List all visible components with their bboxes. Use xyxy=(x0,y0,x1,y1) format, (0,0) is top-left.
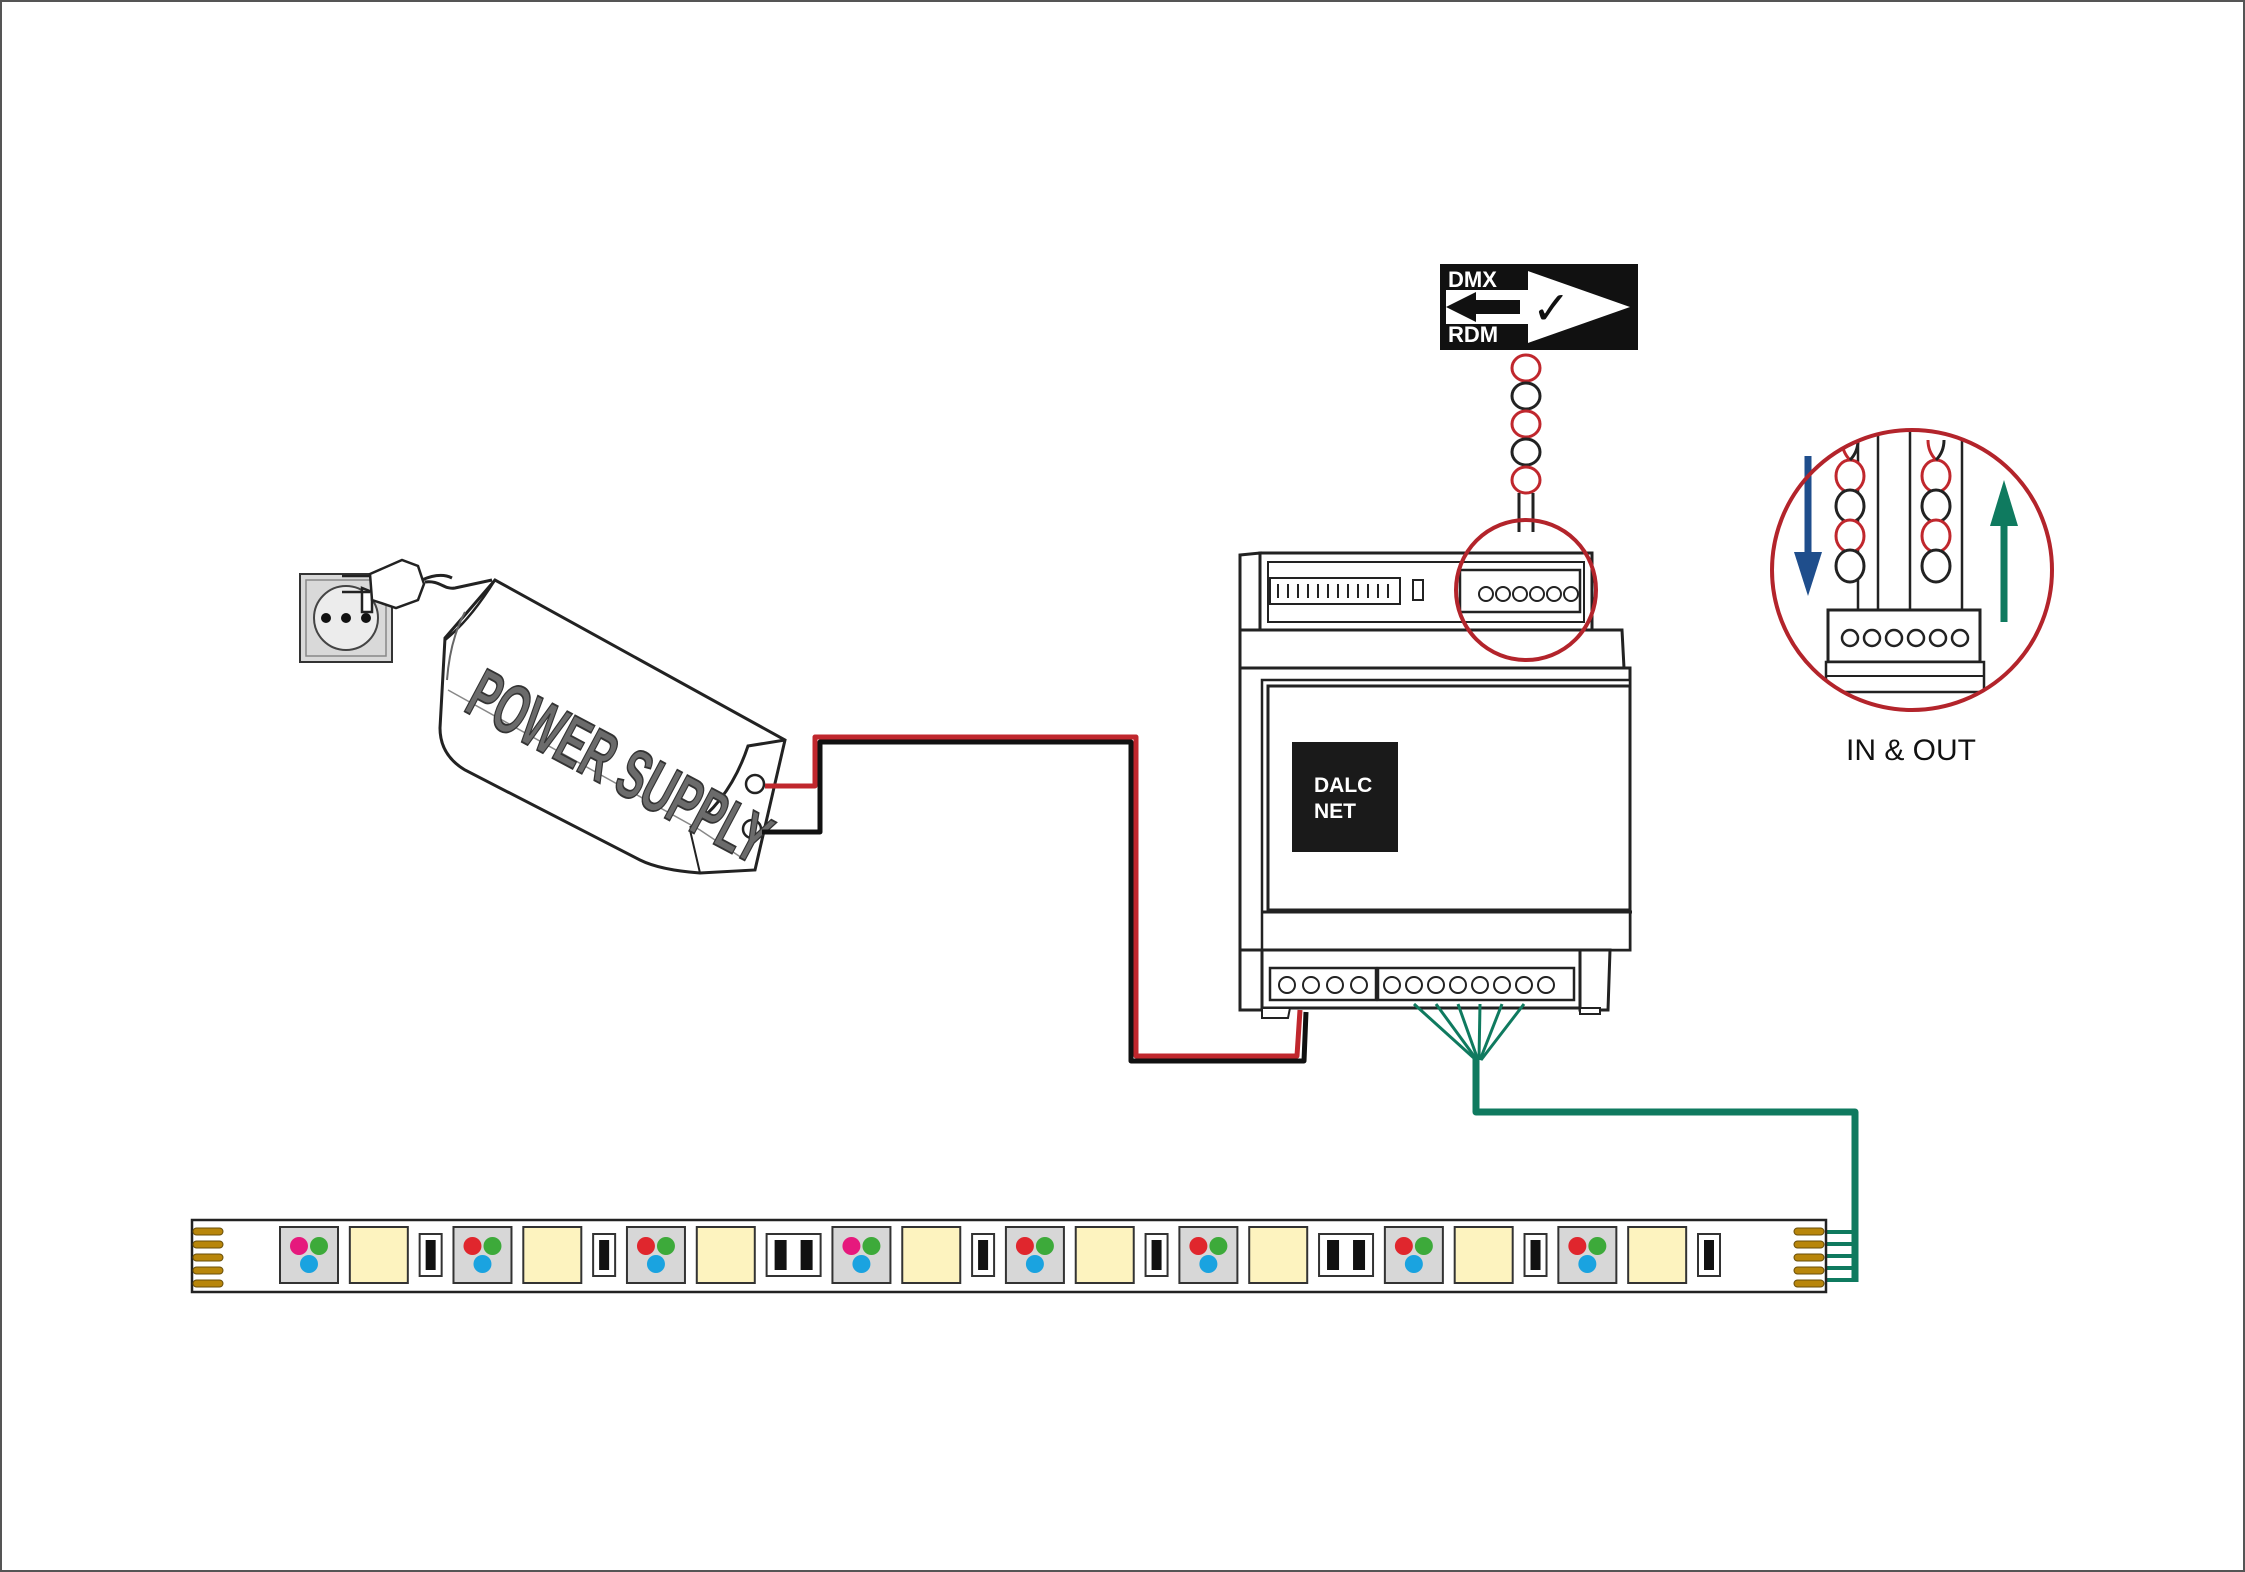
white-led-chip xyxy=(901,1226,962,1284)
strip-chips xyxy=(279,1226,1721,1284)
dalcnet-controller: DALC NET xyxy=(1238,551,1632,1019)
resistor xyxy=(971,1233,996,1277)
white-led-chip xyxy=(1453,1226,1514,1284)
strip-connector-wires xyxy=(1826,1230,1858,1282)
resistor xyxy=(418,1233,443,1277)
white-led-chip xyxy=(1627,1226,1688,1284)
white-led-chip xyxy=(522,1226,583,1284)
resistor xyxy=(592,1233,617,1277)
rgb-led-chip xyxy=(1004,1226,1065,1284)
arrow-left-icon xyxy=(1446,292,1520,322)
in-out-caption: IN & OUT xyxy=(1846,734,1976,767)
rgb-led-chip xyxy=(625,1226,686,1284)
rgb-led-chip xyxy=(1178,1226,1239,1284)
status-led xyxy=(1412,579,1424,601)
resistor xyxy=(1697,1233,1721,1277)
dmx-highlight-circle xyxy=(1454,518,1598,662)
strip-solder-pads-right xyxy=(1793,1227,1825,1288)
negative-wire xyxy=(762,739,1309,1064)
mains-cable xyxy=(424,578,493,590)
in-out-detail: IN & OUT xyxy=(1770,428,2054,767)
rgb-led-chip xyxy=(831,1226,892,1284)
dmx-data-cable xyxy=(1510,353,1542,532)
dmx-label: DMX xyxy=(1448,267,1497,292)
arrow-up-out-icon xyxy=(1990,480,2018,622)
power-supply: POWER SUPPLY xyxy=(438,578,787,880)
output-wire xyxy=(1472,1058,1859,1282)
rgb-led-chip xyxy=(1383,1226,1444,1284)
rdm-label: RDM xyxy=(1448,322,1498,347)
dip-switch xyxy=(1269,577,1401,605)
rgb-led-chip xyxy=(279,1226,339,1284)
rgb-led-chip xyxy=(1557,1226,1618,1284)
resistor-pair xyxy=(765,1233,822,1277)
logo-line-2: NET xyxy=(1314,800,1356,823)
dalcnet-logo: DALC NET xyxy=(1292,742,1398,852)
check-icon: ✓ xyxy=(1532,282,1571,334)
resistor-pair xyxy=(1318,1233,1375,1277)
output-terminal xyxy=(1376,966,1576,1002)
white-led-chip xyxy=(1074,1226,1135,1284)
dmx-connector xyxy=(1458,568,1582,614)
rgb-led-chip xyxy=(452,1226,513,1284)
power-input-terminal xyxy=(1268,966,1378,1002)
dmx-rdm-badge: DMX RDM ✓ xyxy=(1440,264,1638,350)
led-strip xyxy=(190,1218,1828,1294)
white-led-chip xyxy=(695,1226,756,1284)
resistor xyxy=(1144,1233,1169,1277)
output-wire-fan xyxy=(1412,1002,1526,1062)
strip-solder-pads-left xyxy=(192,1227,224,1288)
positive-wire xyxy=(765,734,1303,1059)
resistor xyxy=(1523,1233,1548,1277)
logo-line-1: DALC xyxy=(1314,774,1372,797)
white-led-chip xyxy=(348,1226,409,1284)
plug-icon xyxy=(342,558,453,614)
white-led-chip xyxy=(1248,1226,1309,1284)
